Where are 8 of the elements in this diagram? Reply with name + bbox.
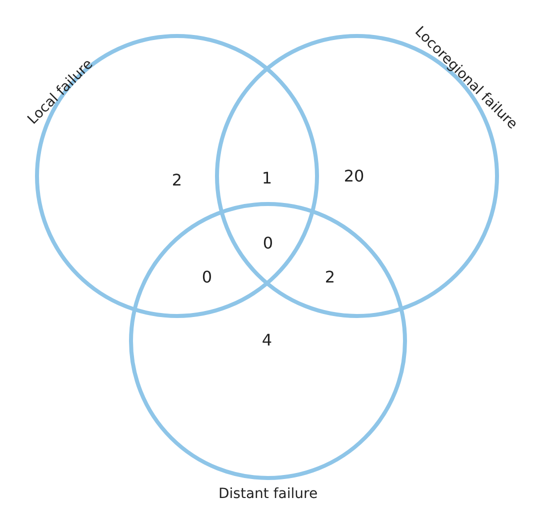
- region-count: 20: [344, 166, 364, 186]
- region-count: 0: [262, 234, 274, 252]
- region-count: 0: [202, 268, 212, 286]
- set-label: Distant failure: [218, 486, 318, 502]
- region-count: 2: [324, 268, 336, 286]
- region-count: 1: [262, 168, 272, 188]
- region-count: 2: [172, 170, 182, 190]
- region-count: 4: [262, 330, 272, 350]
